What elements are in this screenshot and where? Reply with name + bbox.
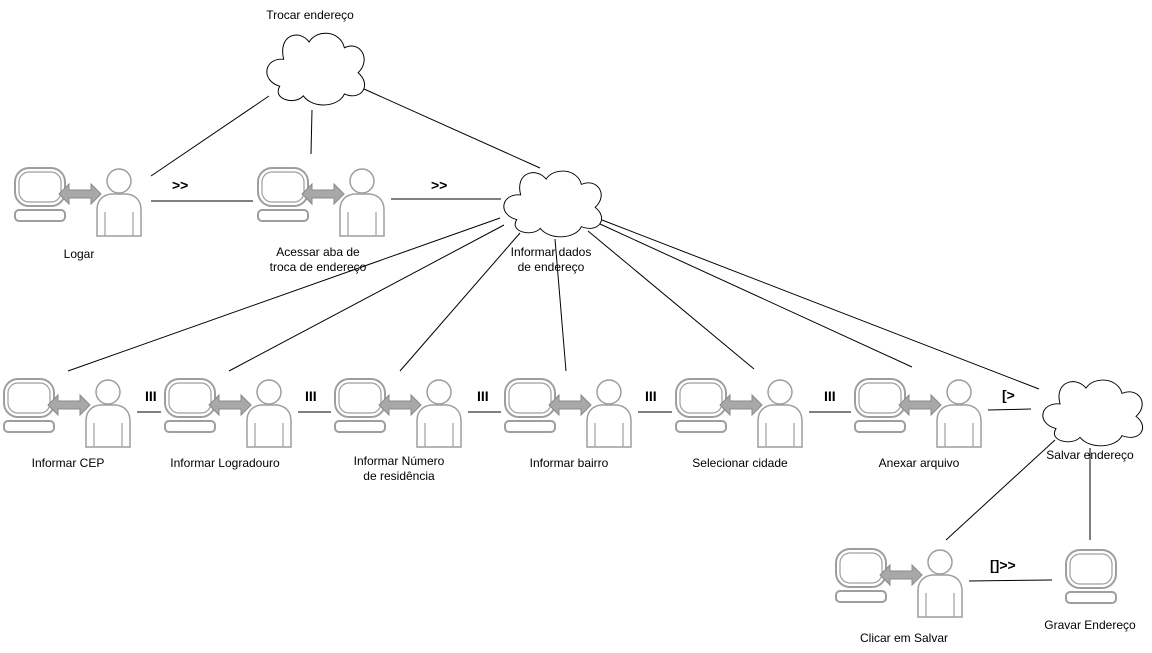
edge-informar-arquivo: [599, 223, 913, 368]
task-label: Trocar endereço: [266, 8, 354, 22]
operator-interleaving: III: [145, 388, 157, 404]
operator-enabling: >>: [172, 177, 188, 193]
abstract-task-informar-dados: Informar dados de endereço: [503, 170, 603, 274]
interaction-task-clicar-salvar: Clicar em Salvar: [835, 548, 963, 645]
interaction-task-informar-numero: Informar Número de residência: [334, 378, 462, 483]
tree-edges: [67, 88, 1091, 541]
edge-trocar-logar: [150, 95, 270, 177]
cloud-icon: [1042, 379, 1144, 447]
interaction-task-icon: [504, 378, 632, 448]
task-label: Logar: [64, 247, 95, 261]
interaction-task-icon: [14, 167, 142, 237]
task-label: Selecionar cidade: [692, 456, 788, 470]
task-label: Anexar arquivo: [879, 456, 960, 470]
interaction-task-informar-bairro: Informar bairro: [504, 378, 632, 470]
task-label: de residência: [363, 469, 435, 483]
cloud-icon: [503, 170, 603, 238]
abstract-task-trocar-endereco: Trocar endereço: [266, 8, 366, 106]
edge-informar-logradouro: [228, 224, 505, 372]
task-label: Informar dados: [511, 245, 592, 259]
operator-interleaving: III: [645, 388, 657, 404]
task-label: Informar Logradouro: [170, 456, 280, 470]
edge-informar-cidade: [587, 230, 755, 370]
operator-interleaving: III: [824, 388, 836, 404]
operator-lines: [137, 198, 1053, 582]
task-label: de endereço: [518, 260, 585, 274]
task-label: Acessar aba de: [276, 245, 360, 259]
operator-disabling: [>: [1002, 387, 1015, 403]
interaction-task-logar: Logar: [14, 167, 142, 261]
application-task-gravar-endereco: Gravar Endereço: [1044, 549, 1136, 632]
interaction-task-icon: [164, 378, 292, 448]
interaction-task-icon: [334, 378, 462, 448]
edge-trocar-informar: [363, 88, 541, 169]
operator-interleaving: III: [477, 388, 489, 404]
edge-informar-numero: [399, 232, 521, 372]
interaction-task-selecionar-cidade: Selecionar cidade: [675, 378, 803, 470]
task-label: Clicar em Salvar: [860, 631, 948, 645]
interaction-task-icon: [675, 378, 803, 448]
cloud-icon: [266, 32, 366, 106]
interaction-task-icon: [257, 167, 385, 237]
interaction-task-icon: [835, 548, 963, 618]
op-line-arquivo-salvar: [987, 408, 1032, 411]
interaction-task-icon: [3, 378, 131, 448]
edge-informar-salvar: [601, 219, 1040, 390]
edge-trocar-acessar: [310, 109, 313, 155]
operator-interleaving: III: [305, 388, 317, 404]
abstract-task-salvar-endereco: Salvar endereço: [1042, 379, 1144, 462]
application-task-icon: [1065, 549, 1117, 604]
task-label: troca de endereço: [270, 260, 367, 274]
interaction-task-icon: [854, 378, 982, 448]
interaction-task-informar-logradouro: Informar Logradouro: [164, 378, 292, 470]
operator-enabling-info: []>>: [990, 557, 1016, 573]
task-label: Gravar Endereço: [1044, 618, 1136, 632]
task-label: Informar CEP: [32, 456, 105, 470]
task-label: Informar Número: [354, 454, 445, 468]
task-label: Salvar endereço: [1046, 448, 1134, 462]
interaction-task-anexar-arquivo: Anexar arquivo: [854, 378, 982, 470]
interaction-task-acessar-aba: Acessar aba de troca de endereço: [257, 167, 385, 274]
edge-informar-bairro: [554, 238, 567, 372]
task-label: Informar bairro: [530, 456, 609, 470]
edge-salvar-clicar: [945, 439, 1056, 541]
op-line-clicar-gravar: [968, 579, 1053, 582]
interaction-task-informar-cep: Informar CEP: [3, 378, 131, 470]
operators: >> >> III III III III III [> []>>: [145, 177, 1016, 573]
edge-informar-cep: [67, 217, 501, 372]
operator-enabling: >>: [431, 177, 447, 193]
